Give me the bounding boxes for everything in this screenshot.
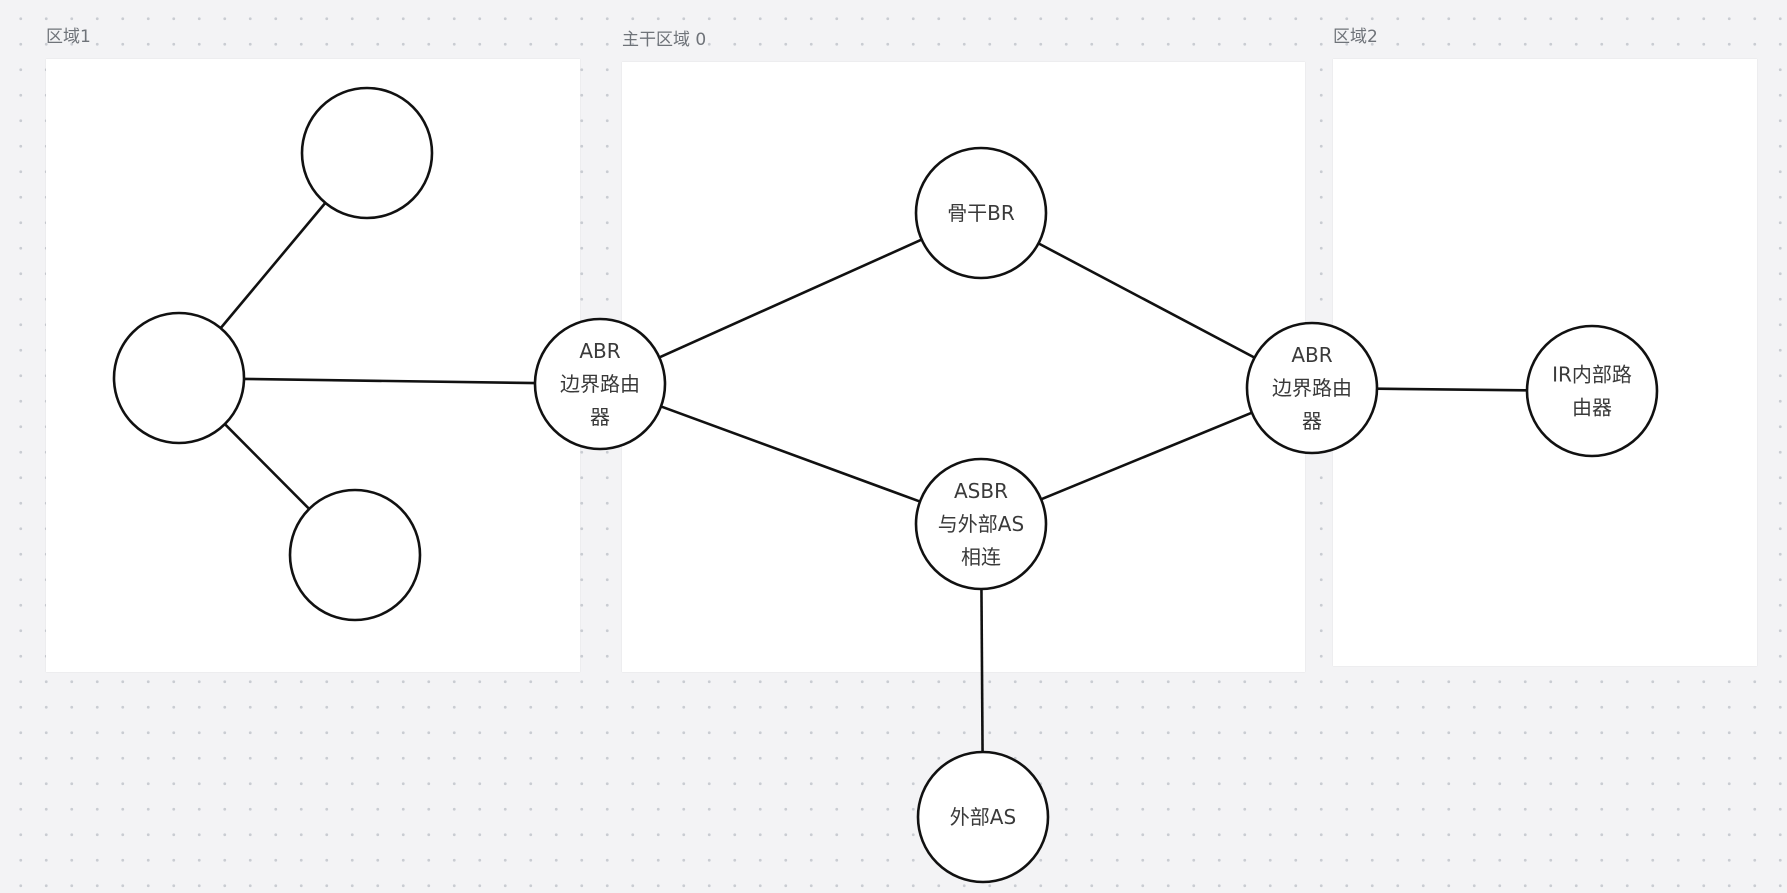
node-label-line: 相连 bbox=[961, 545, 1001, 569]
node-label-line: 由器 bbox=[1572, 396, 1612, 420]
node-label-line: 器 bbox=[590, 405, 610, 429]
node-label-line: ASBR bbox=[954, 479, 1008, 503]
node-asbr[interactable]: ASBR 与外部AS 相连 bbox=[914, 457, 1048, 591]
node-label-line: 骨干BR bbox=[947, 201, 1015, 225]
edge-abr-right-to-ir-internal[interactable] bbox=[1376, 387, 1528, 392]
edge-asbr-to-abr-right[interactable] bbox=[1040, 411, 1253, 501]
node-area1-bottom[interactable] bbox=[288, 488, 422, 622]
node-circle[interactable] bbox=[1245, 321, 1379, 455]
edge-backbone-br-to-abr-right[interactable] bbox=[1037, 242, 1256, 359]
node-area1-top[interactable] bbox=[300, 86, 434, 220]
node-label-line: 器 bbox=[1302, 409, 1322, 433]
node-circle[interactable] bbox=[112, 311, 246, 445]
node-circle[interactable] bbox=[300, 86, 434, 220]
node-circle[interactable] bbox=[1525, 324, 1659, 458]
edges-layer bbox=[219, 202, 1528, 753]
edge-abr-left-to-asbr[interactable] bbox=[660, 405, 921, 503]
edge-area1-hub-to-area1-bottom[interactable] bbox=[223, 423, 311, 510]
node-circle[interactable] bbox=[916, 750, 1050, 884]
node-label-line: ABR bbox=[1291, 343, 1332, 367]
node-label-line: 外部AS bbox=[950, 805, 1016, 829]
node-circle[interactable] bbox=[533, 317, 667, 451]
node-area1-hub[interactable] bbox=[112, 311, 246, 445]
node-label-line: 边界路由 bbox=[1272, 376, 1352, 400]
node-circle[interactable] bbox=[914, 457, 1048, 591]
edge-abr-left-to-backbone-br[interactable] bbox=[658, 238, 923, 359]
node-label-line: IR内部路 bbox=[1552, 363, 1632, 387]
node-external-as[interactable]: 外部AS bbox=[916, 750, 1050, 884]
edge-area1-hub-to-area1-top[interactable] bbox=[219, 202, 327, 329]
node-circle[interactable] bbox=[914, 146, 1048, 280]
frame-label-area2[interactable]: 区域2 bbox=[1333, 27, 1378, 47]
node-label-line: 边界路由 bbox=[560, 372, 640, 396]
frame-label-area1[interactable]: 区域1 bbox=[46, 27, 91, 47]
node-backbone-br[interactable]: 骨干BR bbox=[914, 146, 1048, 280]
node-label-line: ABR bbox=[579, 339, 620, 363]
node-circle[interactable] bbox=[288, 488, 422, 622]
edge-asbr-to-external-as[interactable] bbox=[980, 588, 984, 753]
frame-label-backbone[interactable]: 主干区域 0 bbox=[622, 30, 707, 50]
node-label-line: 与外部AS bbox=[938, 512, 1024, 536]
edge-area1-hub-to-abr-left[interactable] bbox=[243, 377, 536, 385]
